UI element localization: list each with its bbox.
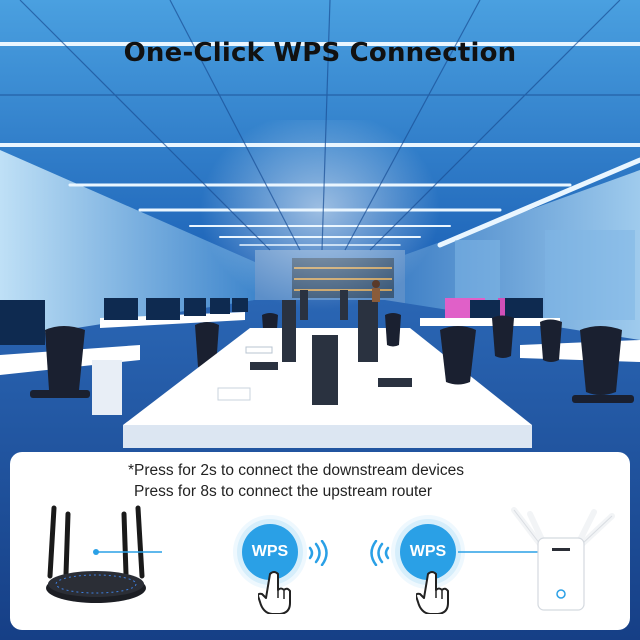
- hand-press-icon: [416, 571, 449, 614]
- upstream-instruction: Press for 8s to connect the upstream rou…: [134, 483, 433, 500]
- wps-button-router: WPS: [242, 524, 298, 580]
- wps-button-extender: WPS: [400, 524, 456, 580]
- hand-press-icon: [258, 571, 291, 614]
- extender-icon: [458, 507, 615, 611]
- page-title: One-Click WPS Connection: [123, 38, 517, 68]
- signal-waves-icon: [308, 540, 328, 566]
- signal-waves-icon: [370, 540, 390, 566]
- router-icon: [46, 505, 162, 603]
- wps-info-panel: *Press for 2s to connect the downstream …: [10, 452, 630, 630]
- downstream-instruction: *Press for 2s to connect the downstream …: [128, 462, 464, 479]
